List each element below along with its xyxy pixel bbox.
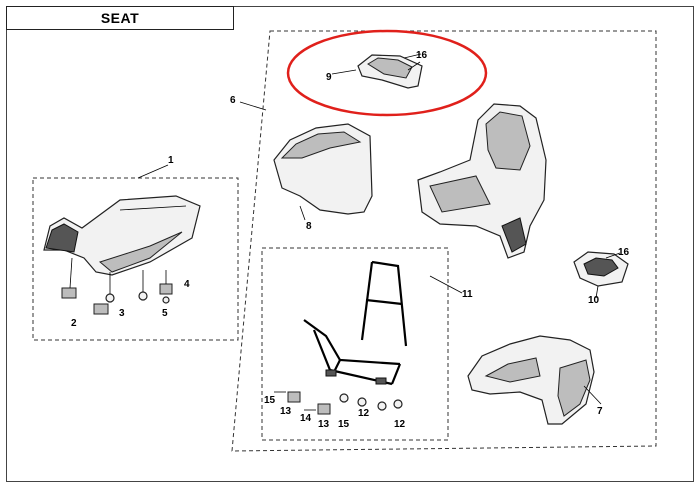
callout-1: 1 xyxy=(168,155,174,166)
callout-9: 9 xyxy=(326,72,332,83)
callout-12a: 12 xyxy=(358,408,370,419)
callout-7: 7 xyxy=(597,406,603,417)
callout-14: 14 xyxy=(300,413,312,424)
group-box-frame-assembly xyxy=(261,247,449,441)
part-8-backrest-pad xyxy=(273,123,373,215)
diagram-title: SEAT xyxy=(100,10,140,26)
hardware-2 xyxy=(61,287,109,315)
part-10-bracket xyxy=(573,251,629,287)
part-1-seat xyxy=(43,195,201,276)
callout-3: 3 xyxy=(119,308,125,319)
callout-4: 4 xyxy=(184,279,190,290)
callout-12b: 12 xyxy=(394,419,406,430)
callout-13b: 13 xyxy=(318,419,330,430)
callout-13a: 13 xyxy=(280,406,292,417)
callout-11: 11 xyxy=(462,289,473,300)
group-box-backrest-assembly xyxy=(231,30,657,452)
callout-8: 8 xyxy=(306,221,312,232)
callout-2: 2 xyxy=(71,318,77,329)
callout-15a: 15 xyxy=(264,395,276,406)
hardware-12-15 xyxy=(274,391,403,415)
page-frame xyxy=(6,6,694,482)
callout-15b: 15 xyxy=(338,419,350,430)
title-box: SEAT xyxy=(6,6,234,30)
part-7-lower-shell xyxy=(467,335,595,425)
part-6-backrest-shell xyxy=(417,103,547,259)
part-11-frame xyxy=(303,260,408,386)
part-9-bracket xyxy=(357,54,423,89)
hardware-3 xyxy=(105,291,148,303)
callout-6: 6 xyxy=(230,95,236,106)
callout-16a: 16 xyxy=(416,50,428,61)
callout-leaders xyxy=(137,53,621,405)
callout-5: 5 xyxy=(162,308,168,319)
group-box-seat-assembly xyxy=(32,177,239,341)
highlight-ellipse xyxy=(286,29,488,117)
callout-10: 10 xyxy=(588,295,600,306)
callout-16b: 16 xyxy=(618,247,630,258)
hardware-4-5 xyxy=(69,257,173,304)
